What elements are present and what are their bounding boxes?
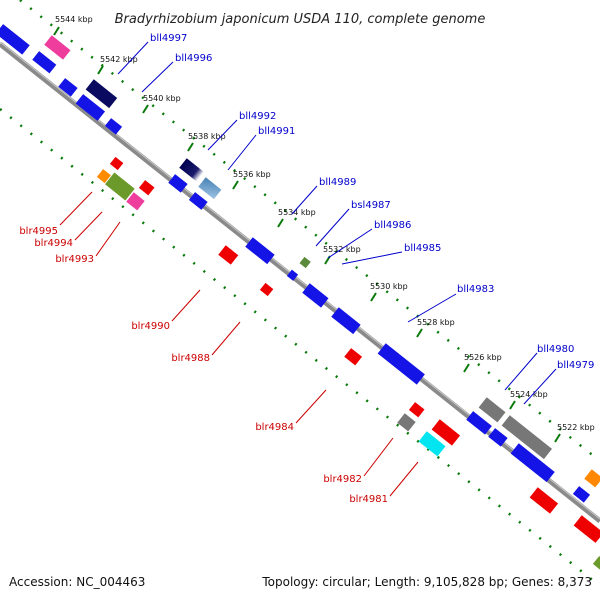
gene-arrow[interactable]	[58, 78, 78, 97]
gene-arrow[interactable]	[179, 158, 204, 182]
reverse-gene-names: bll4997 bll4996 bll4992 bll4991 bll4989 …	[150, 33, 594, 371]
gene-arrow[interactable]	[584, 469, 600, 488]
kbp-tick-label: 5534 kbp	[278, 208, 316, 217]
gene-label[interactable]: blr4993	[55, 254, 94, 265]
kbp-tick-label: 5536 kbp	[233, 170, 271, 179]
kbp-tick-mark	[370, 292, 377, 302]
kbp-tick-label: 5540 kbp	[143, 94, 181, 103]
gene-arrow[interactable]	[572, 486, 591, 503]
gene-arrow[interactable]	[408, 402, 425, 418]
kbp-tick-label: 5522 kbp	[557, 423, 595, 432]
gene-arrow[interactable]	[218, 245, 239, 265]
gene-label[interactable]: blr4988	[171, 353, 210, 364]
gene-label[interactable]: bll4979	[557, 360, 594, 371]
kbp-tick-label: 5524 kbp	[510, 390, 548, 399]
kbp-tick-mark	[416, 328, 423, 338]
gene-label[interactable]: blr4982	[323, 474, 362, 485]
gene-label[interactable]: blr4981	[349, 494, 388, 505]
kbp-tick-mark	[463, 363, 470, 373]
gene-label[interactable]: blr4990	[131, 321, 170, 332]
gene-label[interactable]: bsl4987	[351, 200, 391, 211]
gene-label[interactable]: bll4980	[537, 344, 574, 355]
gene-arrow[interactable]	[126, 192, 145, 211]
kbp-tick-mark	[509, 400, 516, 410]
accession-label: Accession: NC_004463	[9, 575, 145, 589]
kbp-tick-mark	[277, 218, 284, 228]
kbp-tick-label: 5532 kbp	[323, 245, 361, 254]
gene-arrow[interactable]	[501, 415, 552, 460]
gene-arrow[interactable]	[488, 428, 508, 447]
gene-arrow[interactable]	[188, 192, 208, 210]
kbp-tick-label: 5526 kbp	[464, 353, 502, 362]
gene-arrow[interactable]	[377, 343, 425, 385]
forward-genes	[96, 156, 600, 571]
kbp-scale: 5544 kbp 5542 kbp 5540 kbp 5538 kbp 5536…	[53, 15, 595, 443]
map-title: Bradyrhizobium japonicum USDA 110, compl…	[115, 12, 486, 27]
gene-arrow[interactable]	[478, 397, 506, 423]
forward-strand-guide	[0, 108, 600, 587]
gene-label[interactable]: bll4985	[404, 243, 441, 254]
kbp-tick-label: 5530 kbp	[370, 282, 408, 291]
gene-arrow[interactable]	[109, 156, 124, 171]
gene-label[interactable]: bll4997	[150, 33, 187, 44]
gene-label[interactable]: blr4984	[255, 422, 294, 433]
gene-arrow[interactable]	[302, 283, 329, 308]
kbp-tick-label: 5542 kbp	[100, 55, 138, 64]
gene-arrow[interactable]	[418, 431, 446, 457]
dna-backbone	[0, 42, 600, 523]
kbp-tick-mark	[187, 142, 194, 152]
gene-arrow[interactable]	[198, 177, 222, 200]
gene-label[interactable]: bll4992	[239, 111, 276, 122]
gene-arrow[interactable]	[105, 172, 135, 201]
gene-label[interactable]: bll4996	[175, 53, 212, 64]
gene-label[interactable]: bll4983	[457, 284, 494, 295]
gene-arrow[interactable]	[168, 174, 188, 193]
gene-arrow[interactable]	[32, 51, 57, 74]
kbp-tick-label: 5528 kbp	[417, 318, 455, 327]
gene-label[interactable]: blr4995	[19, 226, 58, 237]
gene-arrow[interactable]	[344, 348, 363, 366]
gene-label[interactable]: blr4994	[34, 238, 73, 249]
gene-arrow[interactable]	[331, 307, 361, 335]
gene-arrow[interactable]	[104, 118, 123, 135]
gene-arrow[interactable]	[245, 237, 275, 265]
gene-arrow[interactable]	[510, 443, 555, 483]
gene-arrow[interactable]	[0, 24, 30, 55]
reverse-gene-labels	[117, 41, 557, 405]
genome-summary: Topology: circular; Length: 9,105,828 bp…	[261, 575, 592, 589]
gene-arrow[interactable]	[529, 487, 559, 514]
gene-arrow[interactable]	[466, 411, 492, 435]
gene-arrow[interactable]	[573, 515, 600, 543]
kbp-tick-label: 5538 kbp	[188, 132, 226, 141]
gene-arrow[interactable]	[397, 413, 416, 432]
gene-arrow[interactable]	[75, 94, 106, 121]
kbp-tick-mark	[97, 65, 104, 75]
forward-gene-names: blr4995 blr4994 blr4993 blr4990 blr4988 …	[19, 226, 388, 505]
kbp-tick-mark	[232, 180, 239, 190]
gene-arrow[interactable]	[85, 79, 118, 109]
reverse-genes	[0, 24, 600, 503]
kbp-tick-mark	[53, 26, 60, 36]
forward-gene-labels	[59, 191, 419, 497]
kbp-tick-mark	[142, 104, 149, 114]
kbp-tick-label: 5544 kbp	[55, 15, 93, 24]
gene-arrow[interactable]	[96, 169, 111, 184]
gene-arrow[interactable]	[286, 269, 299, 281]
gene-label[interactable]: bll4986	[374, 220, 411, 231]
gene-arrow[interactable]	[431, 419, 461, 446]
gene-label[interactable]: bll4991	[258, 126, 295, 137]
kbp-tick-mark	[554, 433, 561, 443]
gene-arrow[interactable]	[259, 282, 274, 297]
gene-arrow[interactable]	[299, 256, 311, 269]
gene-arrow[interactable]	[138, 180, 155, 196]
gene-label[interactable]: bll4989	[319, 177, 356, 188]
gene-arrow[interactable]	[592, 556, 600, 571]
gene-arrow[interactable]	[44, 35, 71, 60]
